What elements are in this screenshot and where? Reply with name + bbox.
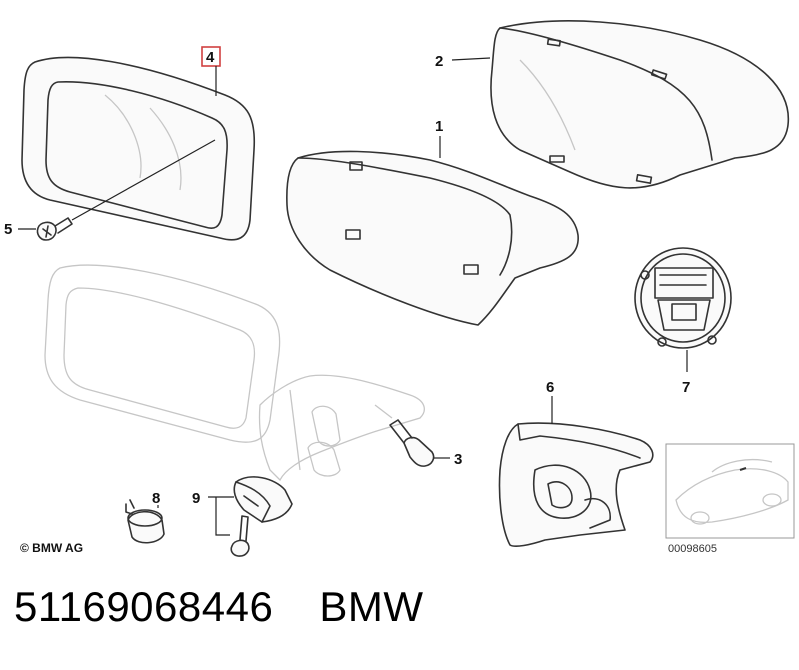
leader-5-to-4 (71, 139, 216, 221)
callout-7: 7 (682, 379, 690, 396)
highlight-box-4 (201, 46, 221, 67)
leader-9 (208, 496, 234, 536)
part-3-bolt (389, 419, 435, 467)
callout-4: 4 (206, 49, 215, 66)
assembly-ghost (44, 264, 425, 482)
part-2-mirror-cover (490, 20, 790, 189)
callout-6: 6 (546, 379, 554, 396)
reference-number: 00098605 (668, 543, 717, 555)
part-6-mirror-base (498, 422, 654, 547)
part-9-screw (230, 515, 250, 557)
callout-8: 8 (152, 490, 160, 507)
part-9-lamp-housing (233, 476, 293, 523)
part-number: 51169068446 (14, 583, 274, 630)
callout-3: 3 (454, 451, 462, 468)
callout-5: 5 (4, 221, 12, 238)
part-8-bulb (125, 499, 165, 544)
parts-diagram: 4 2 1 5 7 6 3 8 9 © BMW AG 00098605 (4, 20, 795, 557)
reference-car-inset (665, 443, 795, 539)
brand-name: BMW (319, 583, 424, 630)
callout-2: 2 (435, 53, 443, 70)
part-1-mirror-cap (286, 150, 579, 326)
leader-2 (451, 57, 491, 61)
copyright-text: © BMW AG (20, 541, 83, 555)
footer-caption: 51169068446 BMW (14, 583, 423, 631)
part-7-mirror-actuator (634, 247, 732, 349)
callout-1: 1 (435, 118, 443, 135)
callout-9: 9 (192, 490, 200, 507)
part-4-mirror-frame (21, 56, 256, 241)
part-5-screw (36, 217, 73, 241)
